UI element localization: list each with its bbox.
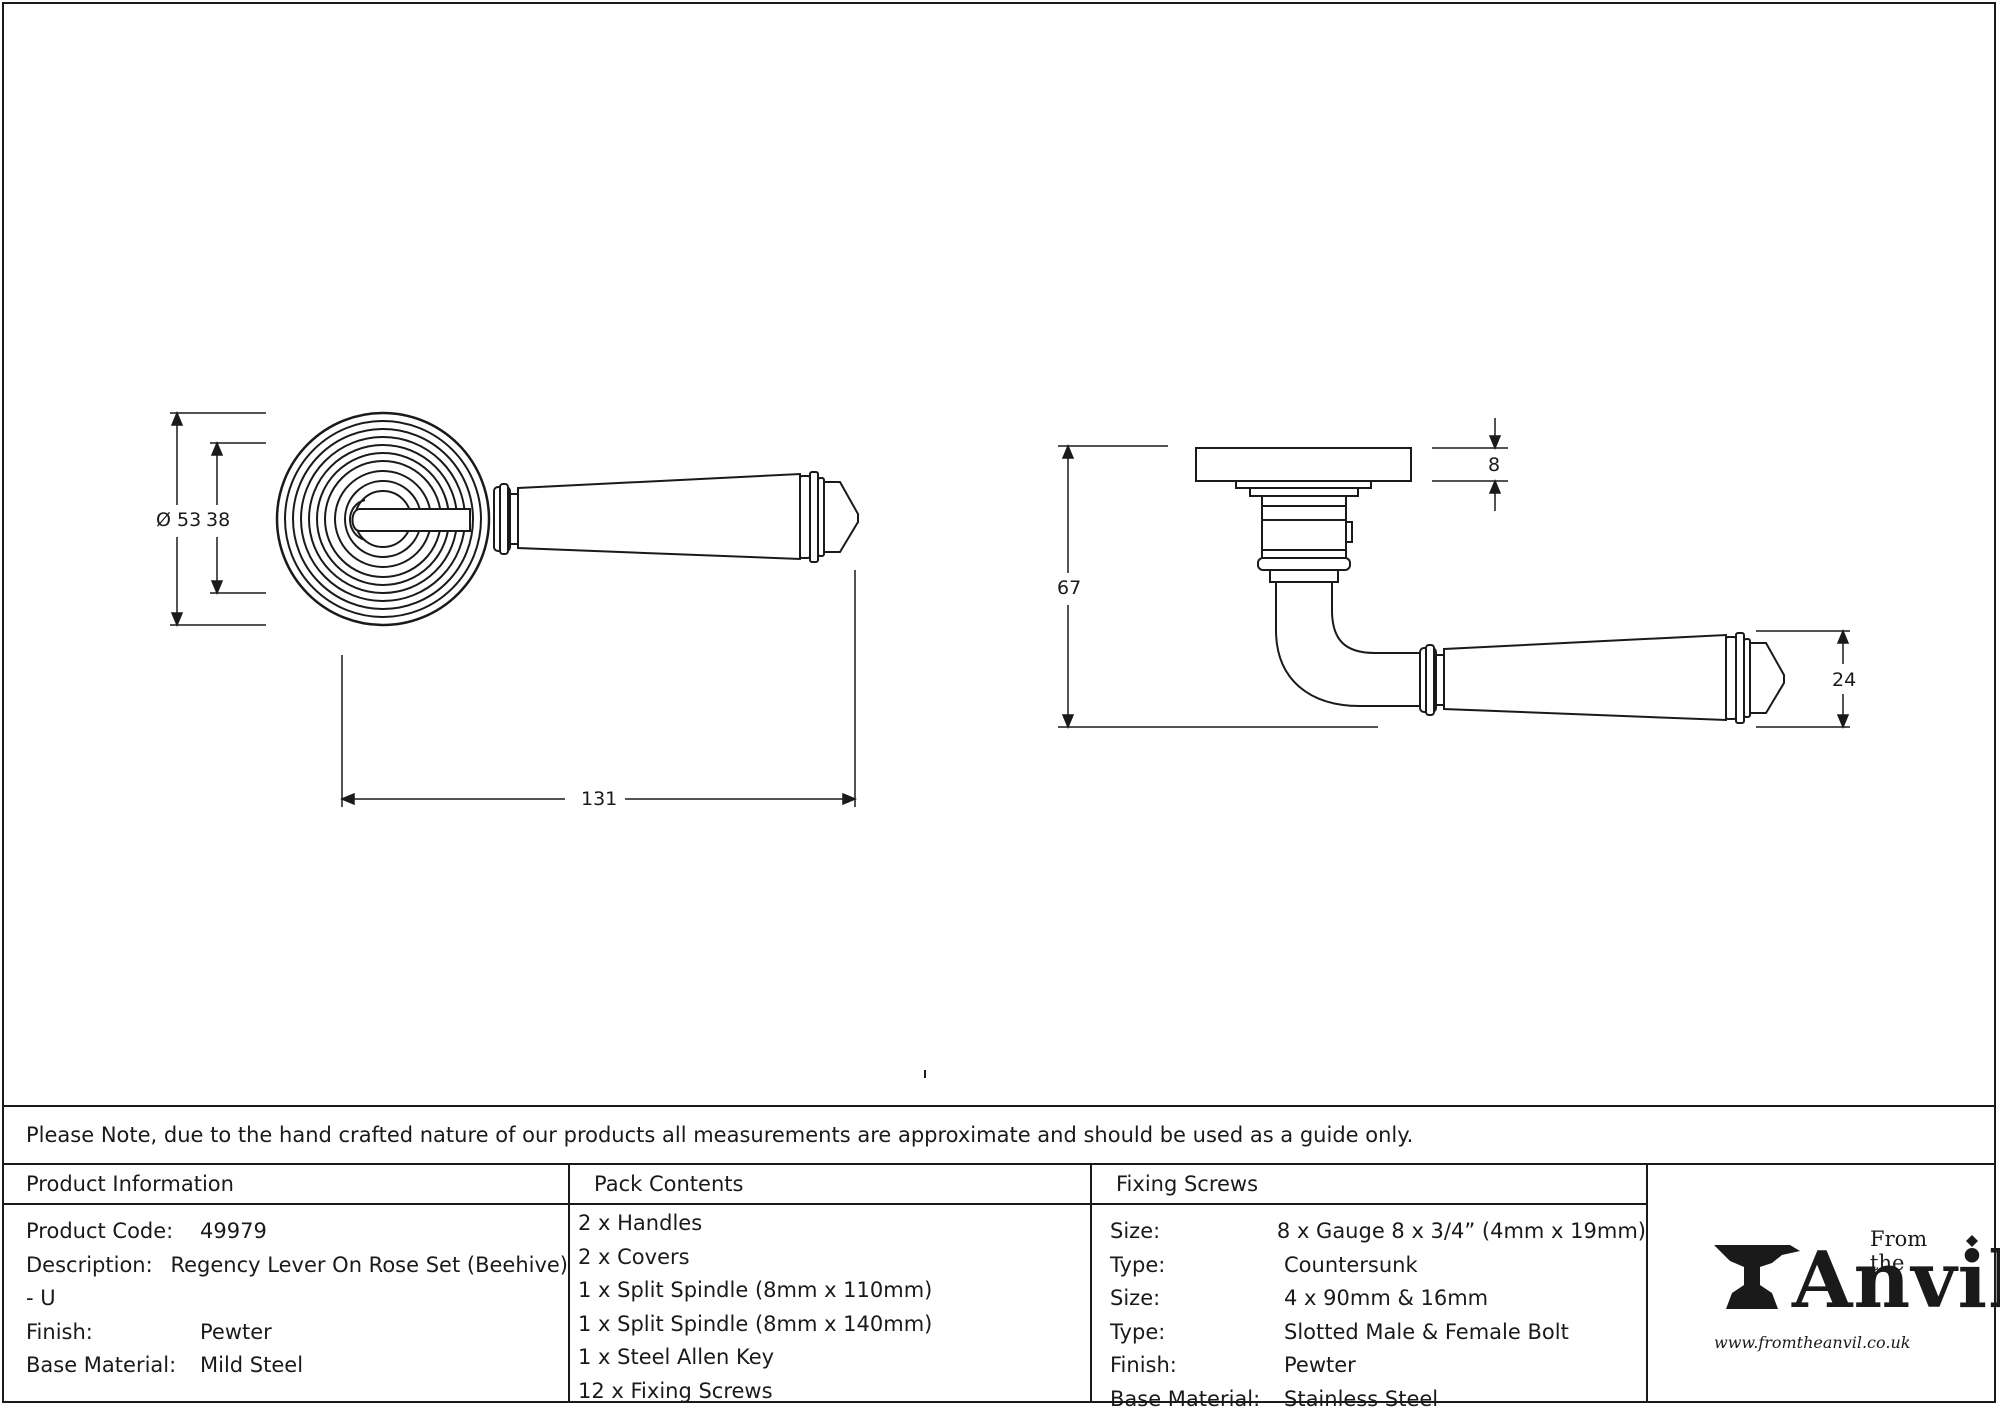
dim-rose-thickness: 8 (1488, 454, 1500, 476)
screw-row: Type:Countersunk (1092, 1249, 1646, 1283)
screw-row: Type:Slotted Male & Female Bolt (1092, 1316, 1646, 1350)
screw-row: Size:8 x Gauge 8 x 3/4” (4mm x 19mm) (1092, 1215, 1646, 1249)
screw-label: Type: (1092, 1316, 1284, 1350)
screw-label: Finish: (1092, 1349, 1284, 1383)
dim-side-height: 67 (1057, 577, 1081, 599)
info-label: Base Material: (2, 1349, 200, 1383)
product-info-heading: Product Information (2, 1165, 568, 1205)
info-row: Description:Regency Lever On Rose Set (B… (2, 1249, 568, 1283)
pack-item: 1 x Steel Allen Key (570, 1341, 1090, 1375)
screw-label: Size: (1092, 1215, 1277, 1249)
fixing-screws-panel: Fixing Screws Size:8 x Gauge 8 x 3/4” (4… (1092, 1165, 1648, 1403)
pack-item: 1 x Split Spindle (8mm x 140mm) (570, 1308, 1090, 1342)
fixing-screws-heading: Fixing Screws (1092, 1165, 1646, 1205)
info-value: Mild Steel (200, 1349, 303, 1383)
info-label: Product Code: (2, 1215, 200, 1249)
info-row: - U (2, 1282, 568, 1316)
logo-url: www.fromtheanvil.co.uk (1714, 1333, 1910, 1352)
info-row: Base Material:Mild Steel (2, 1349, 568, 1383)
product-info-panel: Product Information Product Code:49979 D… (2, 1165, 570, 1403)
screw-row: Size:4 x 90mm & 16mm (1092, 1282, 1646, 1316)
info-label: - U (2, 1282, 200, 1316)
screw-label: Type: (1092, 1249, 1284, 1283)
screw-value: Countersunk (1284, 1249, 1418, 1283)
pack-item: 2 x Covers (570, 1241, 1090, 1275)
pack-item: 2 x Handles (570, 1207, 1090, 1241)
logo-anvil-text: Anvil (1792, 1235, 2000, 1326)
technical-drawing: Ø 53 38 131 67 8 24 (0, 0, 2000, 1105)
screw-value: Stainless Steel (1284, 1383, 1438, 1416)
dim-lever-end: 24 (1832, 669, 1856, 691)
anvil-icon (1712, 1241, 1802, 1321)
screw-label: Base Material: (1092, 1383, 1284, 1416)
pack-item: 12 x Fixing Screws (570, 1375, 1090, 1409)
front-dimension-lines (170, 413, 855, 807)
info-value: Pewter (200, 1316, 272, 1350)
lever-front-view (350, 472, 858, 562)
info-label: Description: (2, 1249, 170, 1283)
info-row: Finish:Pewter (2, 1316, 568, 1350)
info-label: Finish: (2, 1316, 200, 1350)
screw-row: Base Material:Stainless Steel (1092, 1383, 1646, 1416)
screw-value: 8 x Gauge 8 x 3/4” (4mm x 19mm) (1277, 1215, 1646, 1249)
logo-panel: From the ® Anvil www.fromtheanvil.co.uk (1648, 1165, 1994, 1403)
pack-contents-heading: Pack Contents (570, 1165, 1090, 1205)
screw-label: Size: (1092, 1282, 1284, 1316)
dim-rose-diameter: Ø 53 (156, 509, 201, 531)
screw-value: Pewter (1284, 1349, 1356, 1383)
side-view (1196, 448, 1784, 723)
pack-item: 1 x Split Spindle (8mm x 110mm) (570, 1274, 1090, 1308)
from-the-anvil-logo: From the ® Anvil www.fromtheanvil.co.uk (1708, 1227, 1968, 1357)
info-value: 49979 (200, 1215, 267, 1249)
dim-lever-length: 131 (581, 788, 617, 810)
dim-rose-inner: 38 (206, 509, 230, 531)
screw-value: Slotted Male & Female Bolt (1284, 1316, 1569, 1350)
screw-row: Finish:Pewter (1092, 1349, 1646, 1383)
pack-contents-panel: Pack Contents 2 x Handles 2 x Covers 1 x… (570, 1165, 1092, 1403)
info-row: Product Code:49979 (2, 1215, 568, 1249)
screw-value: 4 x 90mm & 16mm (1284, 1282, 1488, 1316)
measurement-note: Please Note, due to the hand crafted nat… (2, 1105, 1996, 1165)
info-value: Regency Lever On Rose Set (Beehive) (170, 1249, 568, 1283)
